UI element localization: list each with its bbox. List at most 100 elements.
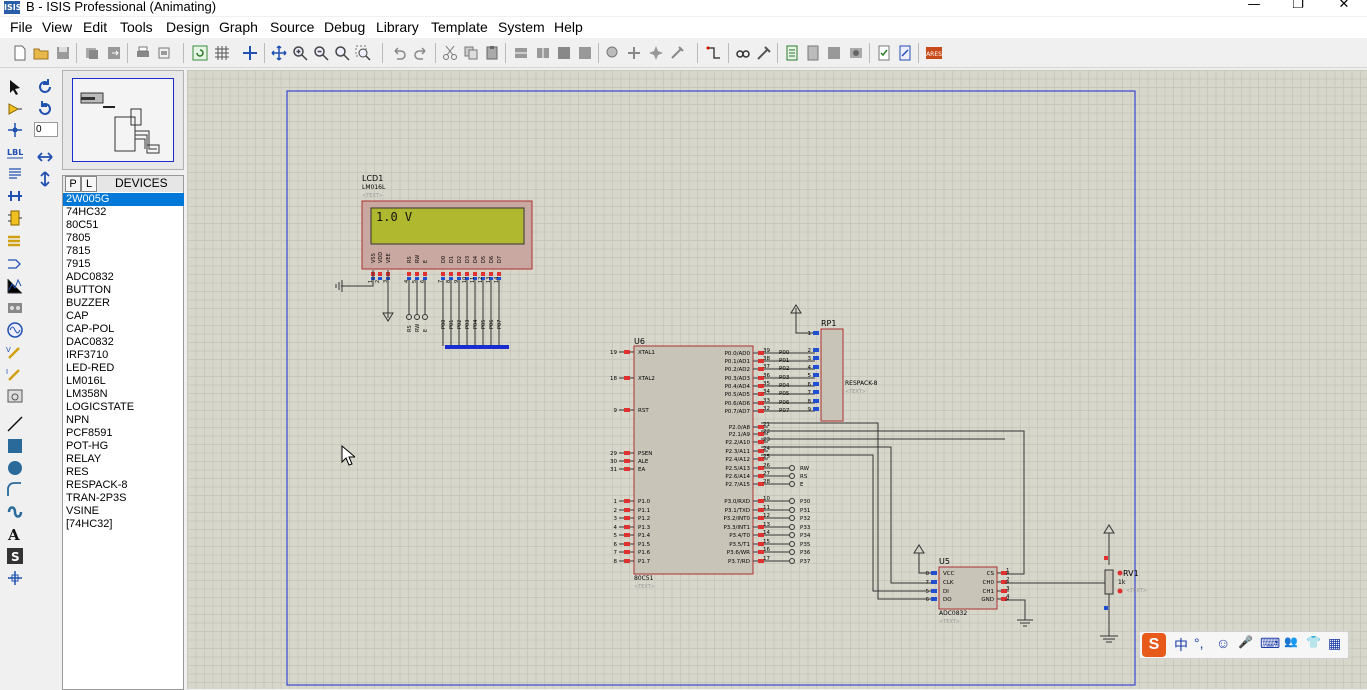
overview-sheet[interactable] (72, 78, 174, 162)
redraw-icon[interactable] (192, 45, 208, 61)
paste-icon[interactable] (484, 45, 500, 61)
device-item[interactable]: POT-HG (66, 440, 109, 452)
origin-icon[interactable] (242, 45, 258, 61)
package-tool-icon[interactable] (648, 45, 664, 61)
menu-view[interactable]: View (42, 19, 73, 35)
sogou-logo-icon[interactable]: S (1142, 633, 1166, 657)
ime-emoji-icon[interactable]: ☺ (1216, 635, 1231, 651)
device-item[interactable]: BUZZER (66, 297, 110, 309)
search-tag-icon[interactable] (735, 45, 751, 61)
reflect-vertical-icon[interactable] (36, 170, 54, 188)
reflect-horizontal-icon[interactable] (36, 148, 54, 166)
device-item[interactable]: BUTTON (66, 284, 112, 296)
maximize-button[interactable]: ❐ (1292, 0, 1304, 12)
menu-library[interactable]: Library (376, 19, 419, 35)
selection-mode-icon[interactable] (6, 78, 24, 96)
menu-file[interactable]: File (10, 19, 33, 35)
device-item[interactable]: 7915 (66, 258, 91, 270)
decompose-icon[interactable] (669, 45, 685, 61)
device-item[interactable]: LM358N (66, 388, 108, 400)
line-tool-icon[interactable] (6, 415, 24, 433)
menu-system[interactable]: System (498, 19, 545, 35)
close-button[interactable]: ✕ (1338, 0, 1350, 12)
redo-icon[interactable] (413, 45, 429, 61)
property-assignment-icon[interactable] (756, 45, 772, 61)
circle-tool-icon[interactable] (6, 459, 24, 477)
device-item[interactable]: 2W005G (63, 193, 184, 206)
device-item[interactable]: LED-RED (66, 362, 115, 374)
device-item[interactable]: CAP-POL (66, 323, 115, 335)
symbol-tool-icon[interactable]: S (6, 547, 24, 565)
ime-punctuation-button[interactable]: °, (1194, 635, 1204, 651)
junction-dot-icon[interactable] (6, 121, 24, 139)
component-mode-icon[interactable] (6, 100, 24, 118)
overview-window[interactable] (62, 70, 184, 170)
ime-voice-icon[interactable]: 🎤 (1238, 635, 1253, 649)
terminals-mode-icon[interactable] (6, 232, 24, 250)
device-item[interactable]: RELAY (66, 453, 102, 465)
generator-mode-icon[interactable] (6, 321, 24, 339)
make-device-icon[interactable] (626, 45, 642, 61)
zoom-area-icon[interactable] (355, 45, 371, 61)
text-tool-icon[interactable]: A (6, 525, 24, 543)
bus-icon[interactable] (6, 187, 24, 205)
device-item[interactable]: [74HC32] (66, 518, 113, 530)
device-item[interactable]: RES (66, 466, 89, 478)
menu-edit[interactable]: Edit (83, 19, 108, 35)
grid-icon[interactable] (214, 45, 230, 61)
print-icon[interactable] (135, 45, 151, 61)
menu-design[interactable]: Design (166, 19, 210, 35)
block-copy-icon[interactable] (513, 45, 529, 61)
import-icon[interactable] (84, 45, 100, 61)
text-script-icon[interactable] (6, 165, 24, 183)
menu-template[interactable]: Template (431, 19, 488, 35)
marker-tool-icon[interactable] (6, 569, 24, 587)
zoom-in-icon[interactable] (292, 45, 308, 61)
ime-toolbox-icon[interactable]: ▦ (1328, 635, 1342, 651)
netlist-icon[interactable] (897, 45, 913, 61)
current-probe-icon[interactable]: I (6, 365, 24, 383)
device-item[interactable]: LM016L (66, 375, 106, 387)
device-item[interactable]: 7805 (66, 232, 91, 244)
ime-keyboard-icon[interactable]: ⌨ (1260, 635, 1281, 651)
save-icon[interactable] (55, 45, 71, 61)
device-item[interactable]: ADC0832 (66, 271, 114, 283)
ime-skin-icon[interactable]: 👕 (1306, 635, 1321, 649)
zoom-all-icon[interactable] (334, 45, 350, 61)
device-item[interactable]: 7815 (66, 245, 91, 257)
device-item[interactable]: CAP (66, 310, 89, 322)
tape-recorder-icon[interactable] (6, 299, 24, 317)
wire-label-icon[interactable]: LBL (6, 143, 24, 161)
zoom-out-icon[interactable] (313, 45, 329, 61)
menu-tools[interactable]: Tools (120, 19, 153, 35)
pick-devices-button[interactable]: P (65, 176, 81, 192)
device-item[interactable]: 74HC32 (66, 206, 107, 218)
menu-source[interactable]: Source (270, 19, 315, 35)
graph-mode-icon[interactable] (6, 277, 24, 295)
voltage-probe-icon[interactable]: V (6, 343, 24, 361)
remove-sheet-icon[interactable] (805, 45, 821, 61)
device-item[interactable]: IRF3710 (66, 349, 109, 361)
rotation-angle-input[interactable] (34, 122, 58, 137)
menu-debug[interactable]: Debug (324, 19, 366, 35)
device-item[interactable]: TRAN-2P3S (66, 492, 127, 504)
menu-help[interactable]: Help (554, 19, 583, 35)
device-item[interactable]: RESPACK-8 (66, 479, 128, 491)
arc-tool-icon[interactable] (6, 481, 24, 499)
library-manager-button[interactable]: L (81, 176, 97, 192)
subcircuit-icon[interactable] (6, 209, 24, 227)
wire-autoroute-icon[interactable] (706, 45, 722, 61)
device-item[interactable]: VSINE (66, 505, 100, 517)
export-icon[interactable] (106, 45, 122, 61)
device-item[interactable]: 80C51 (66, 219, 99, 231)
electrical-rule-check-icon[interactable] (876, 45, 892, 61)
new-sheet-icon[interactable] (784, 45, 800, 61)
device-item[interactable]: LOGICSTATE (66, 401, 135, 413)
ime-user-icon[interactable]: 👥 (1284, 636, 1298, 648)
device-item[interactable]: DAC0832 (66, 336, 114, 348)
rotate-clockwise-icon[interactable] (36, 78, 54, 96)
block-rotate-icon[interactable] (556, 45, 572, 61)
pan-icon[interactable] (271, 45, 287, 61)
exit-parent-icon[interactable] (826, 45, 842, 61)
new-file-icon[interactable] (12, 45, 28, 61)
